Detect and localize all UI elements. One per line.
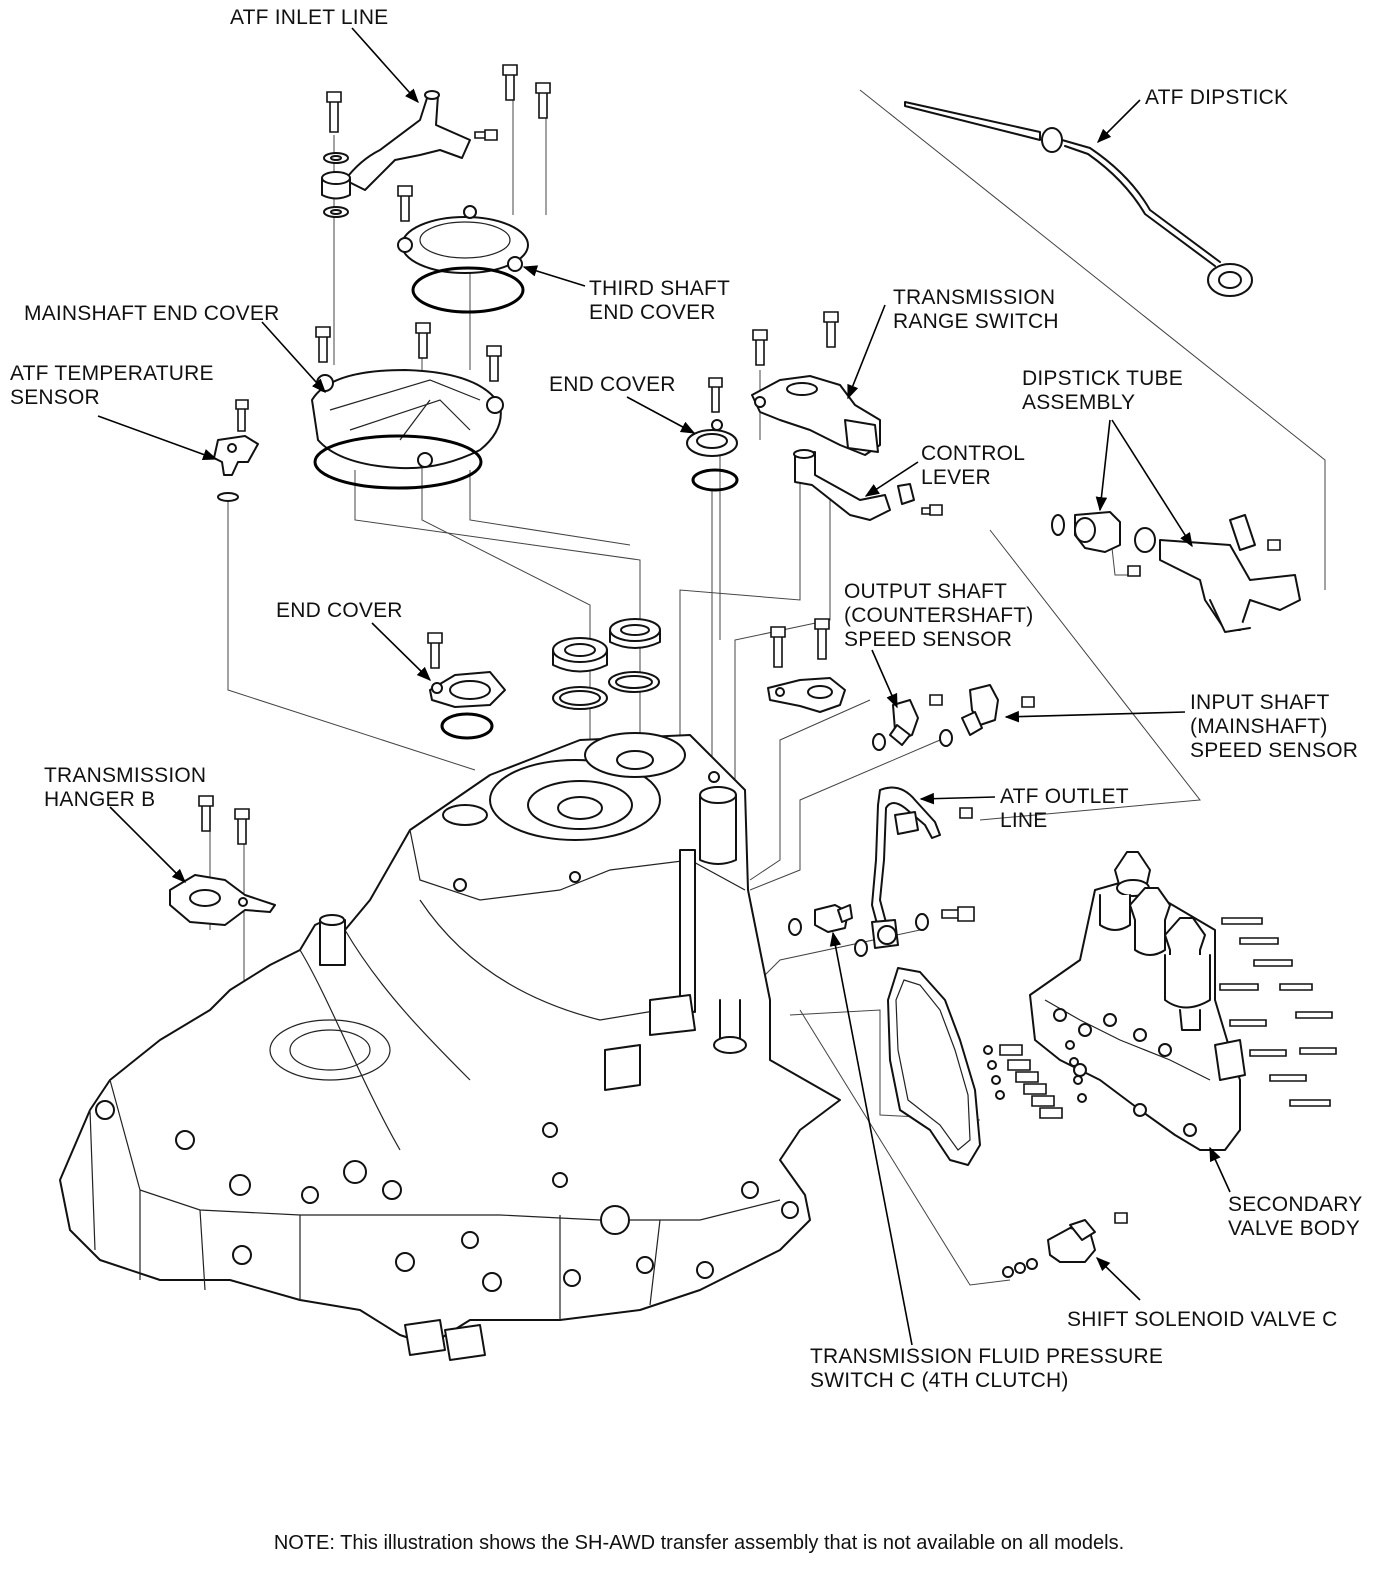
mainshaft-end-cover-part: [311, 369, 504, 490]
bolt-icon: [921, 504, 943, 516]
label-shift-solenoid-valve-c: SHIFT SOLENOID VALVE C: [1067, 1308, 1337, 1331]
valve-body-bolts: [1219, 917, 1337, 1107]
label-output-shaft-speed-sensor-line1: OUTPUT SHAFT: [844, 580, 1007, 603]
label-input-shaft-speed-sensor-line2: (MAINSHAFT): [1190, 715, 1328, 738]
bolt-icon: [1127, 565, 1141, 577]
secondary-valve-body-part: [1029, 851, 1246, 1151]
pressure-switch-c-part: [788, 904, 853, 936]
label-atf-inlet-line: ATF INLET LINE: [230, 6, 388, 29]
end-cover-upper-part: [686, 419, 739, 492]
label-transmission-fluid-pressure-switch-c-line2: SWITCH C (4TH CLUTCH): [810, 1369, 1069, 1392]
bolt-icon: [929, 694, 943, 706]
shift-solenoid-valve-c-part: [1002, 1219, 1096, 1278]
transmission-range-switch-part: [751, 375, 881, 456]
leader-lines: [97, 27, 1231, 1346]
bolt-icon: [427, 632, 443, 669]
output-shaft-speed-sensor-part: [872, 699, 919, 751]
bolt-icon: [959, 807, 973, 819]
bolt-icon: [1267, 539, 1281, 551]
dipstick-tube-assembly-part: [1051, 511, 1301, 633]
label-atf-temperature-sensor-line2: SENSOR: [10, 386, 100, 409]
bolt-icon: [486, 345, 502, 382]
label-third-shaft-end-cover-line1: THIRD SHAFT: [589, 277, 730, 300]
atf-temperature-sensor-part: [213, 435, 259, 502]
label-atf-temperature-sensor-line1: ATF TEMPERATURE: [10, 362, 214, 385]
label-transmission-fluid-pressure-switch-c-line1: TRANSMISSION FLUID PRESSURE: [810, 1345, 1163, 1368]
atf-dipstick-part: [904, 101, 1253, 297]
bolt-icon: [502, 64, 518, 101]
label-control-lever-line1: CONTROL: [921, 442, 1025, 465]
label-output-shaft-speed-sensor-line3: SPEED SENSOR: [844, 628, 1012, 651]
label-input-shaft-speed-sensor-line1: INPUT SHAFT: [1190, 691, 1330, 714]
bolt-icon: [752, 329, 768, 366]
bolt-icon: [415, 322, 431, 359]
bolt-icon: [474, 129, 498, 141]
callout-labels: ATF INLET LINE ATF DIPSTICK THIRD SHAFT …: [10, 6, 1362, 1554]
bolt-icon: [814, 618, 830, 660]
label-control-lever-line2: LEVER: [921, 466, 991, 489]
bolt-icon: [1114, 1212, 1128, 1224]
bolt-icon: [823, 311, 839, 348]
bolt-icon: [708, 377, 723, 413]
label-transmission-range-switch-line1: TRANSMISSION: [893, 286, 1055, 309]
label-third-shaft-end-cover-line2: END COVER: [589, 301, 716, 324]
label-secondary-valve-body-line1: SECONDARY: [1228, 1193, 1362, 1216]
transmission-hanger-b-part: [169, 874, 276, 926]
bolt-icon: [326, 91, 342, 133]
bolt-icon: [198, 795, 214, 832]
label-transmission-hanger-b-line2: HANGER B: [44, 788, 155, 811]
label-input-shaft-speed-sensor-line3: SPEED SENSOR: [1190, 739, 1358, 762]
label-end-cover-lower: END COVER: [276, 599, 403, 622]
bolt-icon: [235, 399, 249, 432]
label-transmission-range-switch-line2: RANGE SWITCH: [893, 310, 1059, 333]
oil-seals: [552, 618, 661, 710]
bolts: [198, 64, 1281, 1224]
bolt-icon: [941, 906, 975, 922]
valve-body-dowels-and-orings: [983, 1040, 1087, 1119]
label-atf-outlet-line-line1: ATF OUTLET: [1000, 785, 1129, 808]
speed-sensor-bracket-part: [767, 677, 846, 713]
label-dipstick-tube-assembly-line2: ASSEMBLY: [1022, 391, 1135, 414]
label-secondary-valve-body-line2: VALVE BODY: [1228, 1217, 1360, 1240]
atf-outlet-line-part: [854, 786, 941, 957]
footnote: NOTE: This illustration shows the SH-AWD…: [274, 1532, 1124, 1554]
label-transmission-hanger-b-line1: TRANSMISSION: [44, 764, 206, 787]
valve-body-gasket: [887, 967, 981, 1166]
end-cover-lower-part: [429, 671, 506, 740]
atf-inlet-line-part: [321, 90, 471, 218]
bolt-icon: [770, 626, 786, 668]
bolt-icon: [315, 326, 331, 363]
transmission-case: [59, 732, 841, 1361]
label-dipstick-tube-assembly-line1: DIPSTICK TUBE: [1022, 367, 1183, 390]
label-mainshaft-end-cover: MAINSHAFT END COVER: [24, 302, 279, 325]
label-end-cover-upper: END COVER: [549, 373, 676, 396]
control-lever-part: [793, 449, 915, 521]
label-atf-outlet-line-line2: LINE: [1000, 809, 1048, 832]
bolt-icon: [397, 185, 413, 222]
label-output-shaft-speed-sensor-line2: (COUNTERSHAFT): [844, 604, 1033, 627]
third-shaft-end-cover-part: [397, 205, 529, 314]
input-shaft-speed-sensor-part: [939, 684, 999, 747]
bolt-icon: [234, 808, 250, 845]
bolt-icon: [535, 82, 551, 119]
label-atf-dipstick: ATF DIPSTICK: [1145, 86, 1288, 109]
bolt-icon: [1021, 696, 1035, 708]
